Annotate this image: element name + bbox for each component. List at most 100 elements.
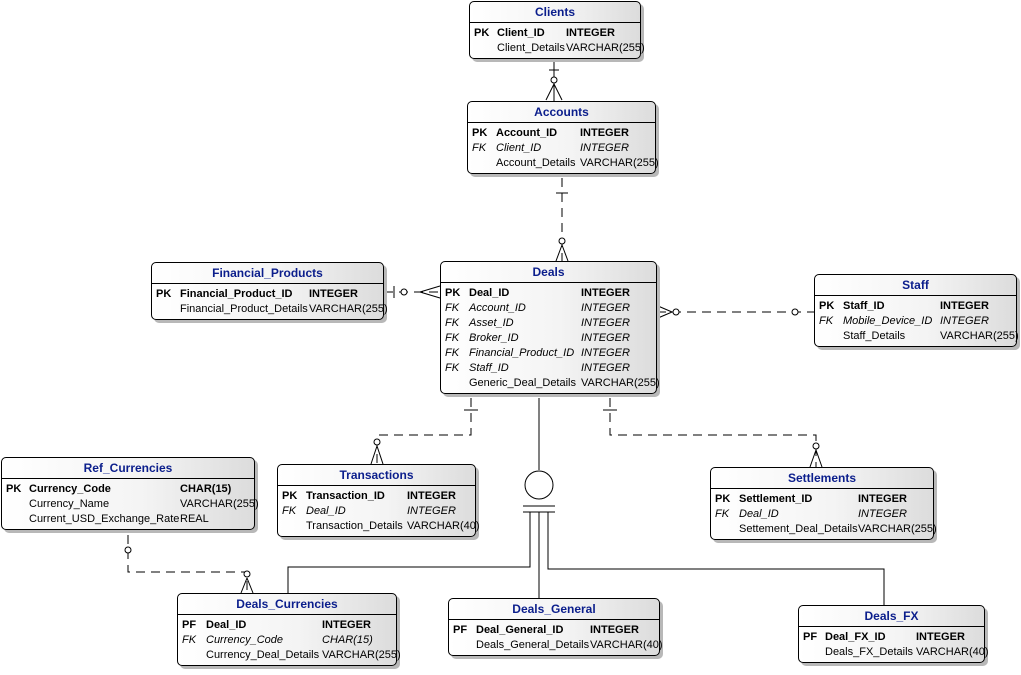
optional-marker	[672, 308, 680, 316]
attribute-type: VARCHAR(255)	[566, 42, 645, 54]
attribute-type: INTEGER	[590, 624, 639, 636]
entity-attributes: PK Deal_ID INTEGER FK Account_ID INTEGER FK Ass…	[441, 283, 660, 391]
attribute-type: INTEGER	[581, 302, 630, 314]
attribute-key: FK	[445, 317, 460, 329]
attribute-name: Deals_General_Details	[476, 639, 590, 651]
crowfoot-marker	[809, 449, 823, 468]
attribute-type: VARCHAR(40)	[407, 520, 480, 532]
attribute-type: INTEGER	[309, 288, 358, 300]
attribute-name: Staff_Details	[843, 330, 906, 342]
attribute-name: Deal_ID	[206, 619, 247, 631]
attribute-name: Settement_Deal_Details	[739, 523, 858, 535]
attribute-name: Deal_ID	[469, 287, 510, 299]
attribute-name: Currency_Name	[29, 498, 110, 510]
attribute-row: FK Account_ID INTEGER	[445, 301, 652, 316]
crowfoot-marker	[419, 285, 441, 299]
attribute-row: Staff_Details VARCHAR(255)	[819, 329, 1019, 344]
crowfoot-marker	[370, 445, 384, 465]
entity-title: Deals_General	[449, 599, 659, 620]
attribute-name: Asset_ID	[469, 317, 514, 329]
attribute-key: FK	[445, 332, 460, 344]
attribute-key: PK	[474, 27, 490, 39]
attribute-name: Account_ID	[469, 302, 526, 314]
attribute-name: Client_ID	[497, 27, 545, 39]
attribute-key: FK	[445, 302, 460, 314]
attribute-name: Current_USD_Exchange_Rate	[29, 513, 180, 525]
attribute-type: INTEGER	[580, 127, 629, 139]
attribute-type: VARCHAR(255)	[858, 523, 937, 535]
entity-title: Deals	[441, 262, 656, 283]
attribute-type: INTEGER	[940, 315, 989, 327]
optional-marker	[812, 442, 820, 450]
entity-title: Clients	[470, 2, 640, 23]
attribute-key: FK	[715, 508, 730, 520]
attribute-type: CHAR(15)	[180, 483, 232, 495]
attribute-name: Transaction_ID	[306, 490, 385, 502]
attribute-type: INTEGER	[407, 505, 456, 517]
attribute-type: CHAR(15)	[322, 634, 373, 646]
attribute-key: FK	[472, 142, 487, 154]
connector-line	[127, 535, 248, 594]
subtype-circle	[524, 470, 554, 500]
entity-title: Settlements	[711, 468, 933, 489]
attribute-type: INTEGER	[581, 362, 630, 374]
attribute-type: INTEGER	[581, 287, 630, 299]
attribute-name: Deals_FX_Details	[825, 646, 914, 658]
attribute-key: PK	[156, 288, 172, 300]
attribute-key: FK	[445, 362, 460, 374]
optional-marker	[550, 76, 558, 84]
attribute-type: VARCHAR(255)	[580, 157, 659, 169]
subtype-line	[287, 512, 531, 594]
attribute-type: VARCHAR(255)	[309, 303, 388, 315]
attribute-type: VARCHAR(40)	[590, 639, 663, 651]
attribute-name: Account_Details	[496, 157, 576, 169]
subtype-line	[547, 512, 885, 606]
crowfoot-marker	[657, 305, 673, 319]
attribute-name: Account_ID	[496, 127, 558, 139]
optional-marker	[558, 237, 566, 245]
attribute-name: Settlement_ID	[739, 493, 813, 505]
attribute-type: VARCHAR(255)	[940, 330, 1019, 342]
attribute-name: Transaction_Details	[306, 520, 403, 532]
attribute-key: PK	[445, 287, 461, 299]
attribute-name: Financial_Product_Details	[180, 303, 308, 315]
attribute-name: Generic_Deal_Details	[469, 377, 576, 389]
entity-title: Deals_Currencies	[178, 594, 396, 615]
optional-marker	[243, 570, 251, 578]
attribute-row: Transaction_Details VARCHAR(40)	[282, 519, 480, 534]
connector-line	[609, 398, 817, 468]
attribute-type: INTEGER	[581, 347, 630, 359]
attribute-name: Client_ID	[496, 142, 542, 154]
attribute-type: INTEGER	[858, 508, 907, 520]
entity-title: Transactions	[278, 465, 475, 486]
attribute-name: Deal_General_ID	[476, 624, 564, 636]
